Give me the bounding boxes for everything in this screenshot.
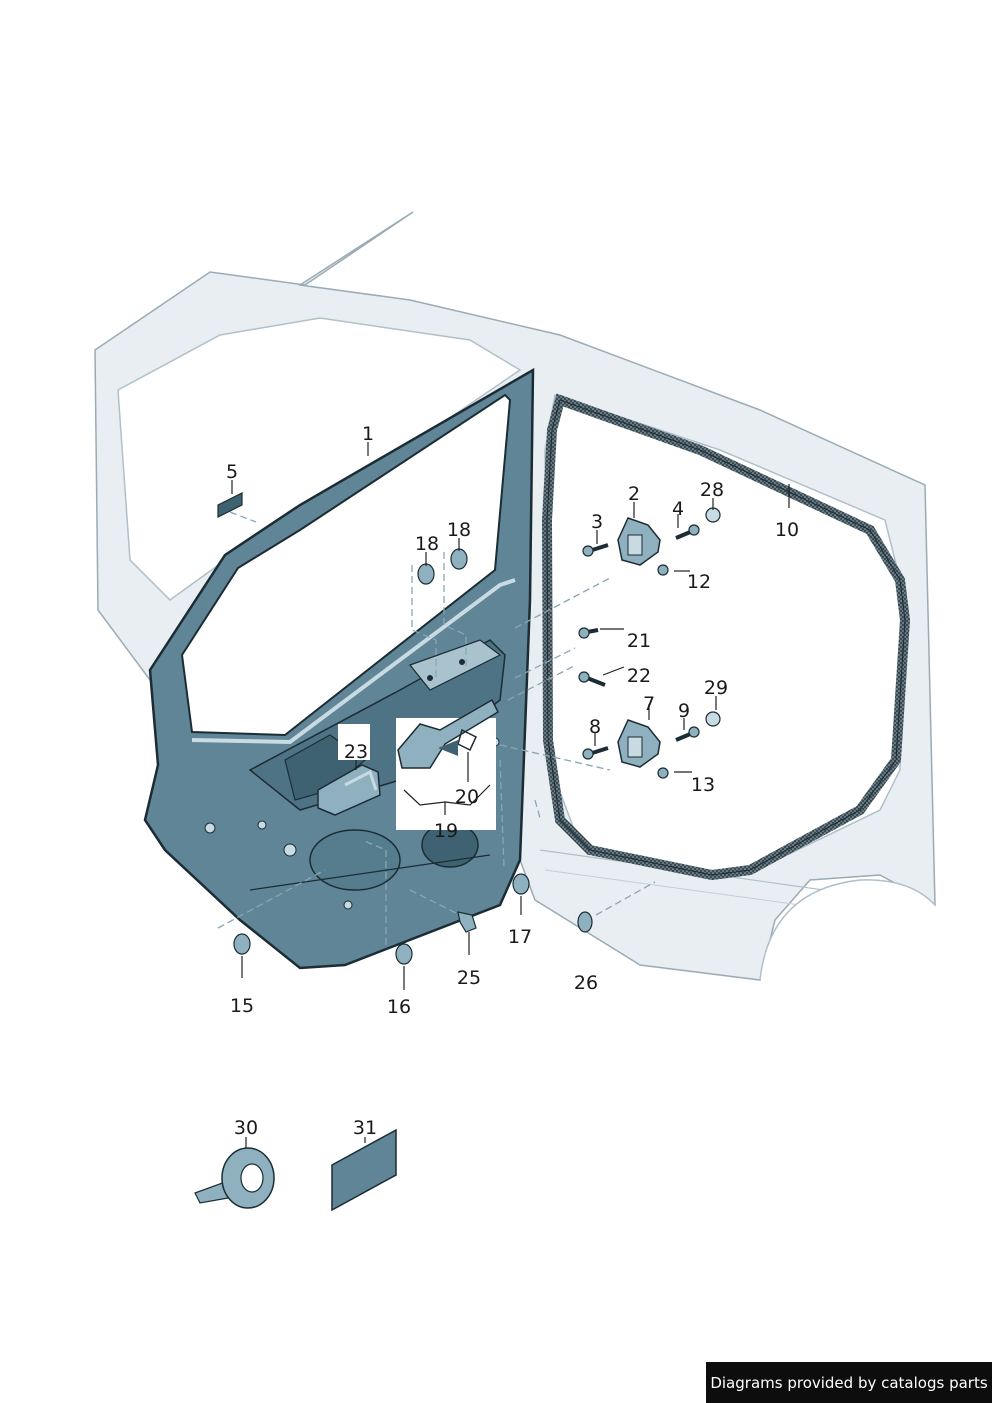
callout-25: 25 [457,967,481,989]
label-sticker-part [217,492,243,518]
callout-17: 17 [508,926,532,948]
callout-12: 12 [687,571,711,593]
callout-1: 1 [362,423,374,445]
callout-18-left: 18 [415,533,439,555]
callout-23: 23 [344,741,368,763]
callout-3: 3 [591,511,603,533]
callout-29: 29 [704,677,728,699]
interior-handle-part [317,724,381,816]
callout-31: 31 [353,1117,377,1139]
callout-4: 4 [672,498,684,520]
callout-8: 8 [589,716,601,738]
door-check-assembly [396,698,499,830]
callout-28: 28 [700,479,724,501]
callout-30: 30 [234,1117,258,1139]
credit-text: Diagrams provided by catalogs parts [710,1373,988,1392]
callout-13: 13 [691,774,715,796]
credit-banner: Diagrams provided by catalogs parts [706,1362,992,1403]
callout-7: 7 [643,693,655,715]
leader-lines [231,442,790,1148]
callout-9: 9 [678,700,690,722]
plugs [233,548,593,965]
callout-5: 5 [226,461,238,483]
callout-2: 2 [628,483,640,505]
callout-26: 26 [574,972,598,994]
callout-labels: 1 5 2 3 4 28 10 12 21 22 7 29 8 9 13 18 … [226,423,799,1139]
callout-16: 16 [387,996,411,1018]
callout-10: 10 [775,519,799,541]
lower-hinge [617,719,661,768]
bolts [578,507,721,779]
callout-19: 19 [434,820,458,842]
assembly-guide-lines [217,511,656,945]
upper-hinge [617,517,661,566]
callout-20: 20 [455,786,479,808]
callout-22: 22 [627,665,651,687]
callout-21: 21 [627,630,651,652]
tape-roll [194,1147,275,1209]
callout-18-right: 18 [447,519,471,541]
adhesive-sheet [331,1128,397,1212]
callout-15: 15 [230,995,254,1017]
